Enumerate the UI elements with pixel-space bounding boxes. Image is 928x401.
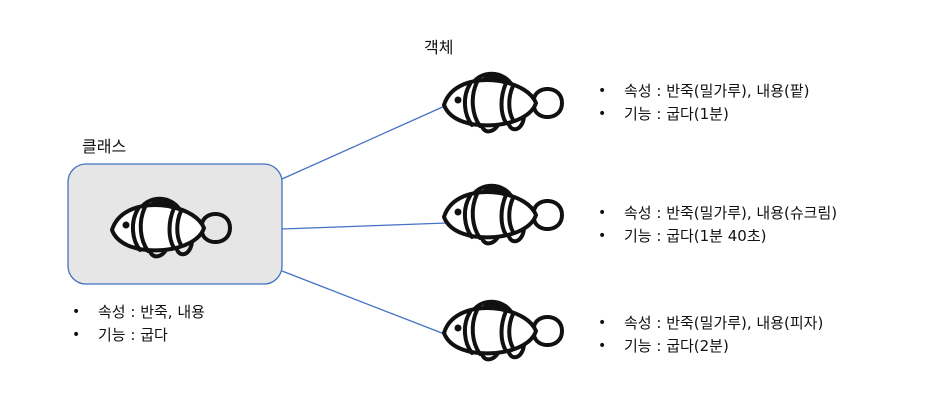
object-1-properties: •속성 : 반죽(밀가루), 내용(팥) •기능 : 굽다(1분) [598,80,810,126]
object-2-attributes: •속성 : 반죽(밀가루), 내용(슈크림) [598,202,837,225]
bullet-icon: • [598,83,607,99]
objects-title: 객체 [424,38,454,57]
connector-object-1 [281,104,448,180]
class-title: 클래스 [82,137,127,156]
fish-icon [442,299,564,362]
connector-object-3 [281,270,448,336]
class-properties: •속성 : 반죽, 내용 •기능 : 굽다 [72,301,205,347]
bullet-icon: • [598,228,607,244]
object-1-methods: •기능 : 굽다(1분) [598,103,810,126]
fish-icon [442,183,564,246]
object-1-attributes: •속성 : 반죽(밀가루), 내용(팥) [598,80,810,103]
object-3-attributes: •속성 : 반죽(밀가루), 내용(피자) [598,312,823,335]
object-2-properties: •속성 : 반죽(밀가루), 내용(슈크림) •기능 : 굽다(1분 40초) [598,202,837,248]
object-2-methods: •기능 : 굽다(1분 40초) [598,225,837,248]
object-3-properties: •속성 : 반죽(밀가루), 내용(피자) •기능 : 굽다(2분) [598,312,823,358]
bullet-icon: • [598,106,607,122]
bullet-icon: • [598,205,607,221]
connector-object-2 [281,222,448,230]
bullet-icon: • [598,338,607,354]
class-attributes: •속성 : 반죽, 내용 [72,301,205,324]
bullet-icon: • [72,304,81,320]
object-3-methods: •기능 : 굽다(2분) [598,335,823,358]
bullet-icon: • [72,327,81,343]
bullet-icon: • [598,315,607,331]
class-methods: •기능 : 굽다 [72,324,205,347]
fish-icon [442,71,564,134]
